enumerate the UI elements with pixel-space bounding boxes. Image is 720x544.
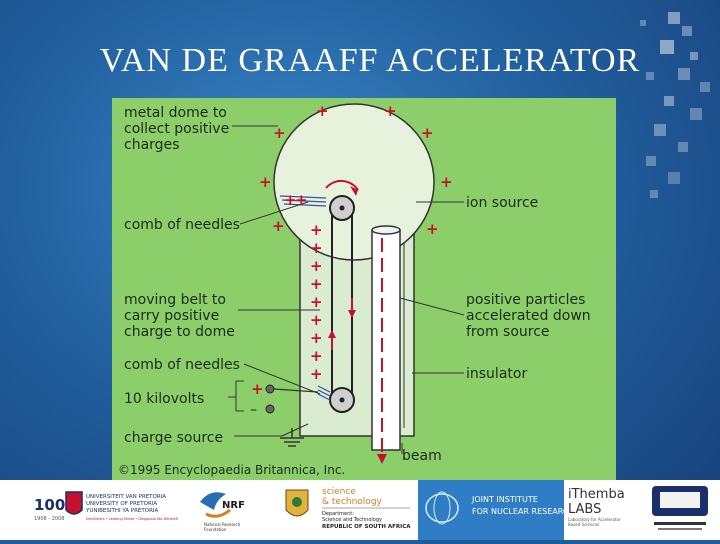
ithemba-sub-line2: Based Sciences — [568, 522, 599, 527]
svg-text:+: + — [272, 217, 285, 235]
svg-text:+: + — [284, 191, 297, 209]
dst-sub-line2: Science and Technology — [322, 517, 382, 523]
label-dome-line2: collect positive — [124, 121, 229, 137]
crest-caption-bar-2 — [658, 528, 702, 530]
top-comb — [279, 195, 327, 207]
jinr-line2: FOR NUCLEAR RESEARCH — [472, 507, 564, 516]
crest-caption-bar — [654, 522, 706, 525]
logo-university-of-pretoria: 100 1908 - 2008 UNIVERSITEIT VAN PRETORI… — [30, 480, 190, 540]
svg-text:+: + — [384, 102, 397, 120]
logo-jinr: JOINT INSTITUTE FOR NUCLEAR RESEARCH — [418, 480, 575, 540]
svg-text:+: + — [310, 329, 323, 347]
label-particles-line2: accelerated down — [466, 308, 591, 324]
label-dome-line1: metal dome to — [124, 105, 227, 121]
metal-dome — [273, 103, 435, 261]
up-centenary-number: 100 — [34, 496, 65, 514]
svg-text:+: + — [316, 102, 329, 120]
svg-text:+: + — [310, 221, 323, 239]
logo-ithemba-labs: iThemba LABS Laboratory for Accelerator … — [566, 480, 640, 540]
copyright-notice: ©1995 Encyclopaedia Britannica, Inc. — [118, 463, 345, 477]
label-comb-top: comb of needles — [124, 217, 240, 233]
logo-nrf: NRF National Research Foundation — [192, 480, 270, 540]
up-crest-icon — [65, 491, 83, 515]
up-name-line1: UNIVERSITEIT VAN PRETORIA — [86, 494, 166, 500]
slide-title: VAN DE GRAAFF ACCELERATOR — [99, 42, 641, 79]
svg-text:+: + — [273, 124, 286, 142]
crest-inner-icon — [660, 492, 700, 508]
nrf-subtitle-line2: Foundation — [204, 527, 227, 532]
svg-text:+: + — [310, 293, 323, 311]
svg-text:+: + — [259, 173, 272, 191]
dst-sub-line1: Department: — [322, 511, 354, 517]
label-ion-source: ion source — [466, 195, 538, 211]
dst-sub-line3: REPUBLIC OF SOUTH AFRICA — [322, 524, 411, 530]
dome-plus-signs: + + + + + + + + + + — [259, 102, 453, 238]
label-belt-line2: carry positive — [124, 308, 219, 324]
accelerator-tube — [371, 225, 401, 464]
coat-of-arms-center-icon — [292, 497, 302, 507]
jinr-atom-icon — [425, 493, 459, 523]
battery-plus-sign: + — [251, 380, 264, 398]
label-charge-source: charge source — [124, 430, 223, 446]
label-comb-bottom: comb of needles — [124, 357, 240, 373]
svg-text:+: + — [310, 347, 323, 365]
jinr-orbit-icon — [433, 491, 451, 525]
belt-up-arrowhead — [328, 330, 336, 338]
svg-text:+: + — [310, 257, 323, 275]
nrf-subtitle-line1: National Research — [204, 522, 241, 527]
ithemba-title: iThemba — [568, 487, 625, 502]
dst-title-line1: science — [322, 487, 356, 497]
sponsor-logos-bar: 100 1908 - 2008 UNIVERSITEIT VAN PRETORI… — [0, 480, 720, 540]
bottom-pulley — [329, 387, 355, 413]
label-kilovolts: 10 kilovolts — [124, 391, 204, 407]
logo-university-crest — [644, 480, 718, 540]
up-name-line2: UNIVERSITY OF PRETORIA — [86, 501, 157, 507]
battery-minus-sign: – — [250, 402, 257, 418]
rotation-arrowhead — [350, 186, 358, 196]
charge-source-battery — [265, 384, 319, 414]
nrf-arc-icon — [205, 508, 231, 518]
up-name-line3: YUNIBESITHI YA PRETORIA — [85, 508, 159, 514]
up-centenary-years: 1908 - 2008 — [34, 516, 64, 522]
label-particles-line3: from source — [466, 324, 550, 340]
svg-text:+: + — [310, 311, 323, 329]
bottom-comb — [317, 385, 331, 401]
label-particles-line1: positive particles — [466, 292, 585, 308]
ground-symbol — [280, 428, 304, 447]
ithemba-sub-line1: Laboratory for Accelerator — [568, 517, 621, 522]
dst-title-line2: & technology — [322, 497, 383, 507]
svg-text:+: + — [440, 173, 453, 191]
label-insulator: insulator — [466, 366, 527, 382]
label-dome-line3: charges — [124, 137, 179, 153]
svg-text:+: + — [310, 275, 323, 293]
belt-plus-signs: + + + + + + + + + — [310, 221, 323, 383]
label-beam: beam — [402, 448, 442, 464]
ithemba-labs: LABS — [568, 502, 601, 517]
label-belt-line1: moving belt to — [124, 292, 226, 308]
svg-text:+: + — [310, 239, 323, 257]
svg-text:+: + — [426, 220, 439, 238]
svg-text:+: + — [295, 191, 308, 209]
van-de-graaff-diagram: + – + + + + + + + + + + + + + + + + + — [112, 98, 616, 480]
rotation-arrow — [325, 179, 359, 191]
belt-down-arrowhead — [348, 310, 356, 318]
nrf-swoosh-icon — [200, 492, 226, 510]
svg-text:+: + — [310, 365, 323, 383]
up-motto: Denkleiers • Leading Minds • Dikgopolo t… — [86, 517, 178, 521]
jinr-line1: JOINT INSTITUTE — [471, 495, 538, 504]
logo-dst: science & technology Department: Science… — [280, 480, 414, 540]
top-pulley — [329, 195, 355, 221]
leader-lines — [228, 125, 465, 454]
label-belt-line3: charge to dome — [124, 324, 235, 340]
svg-text:+: + — [421, 124, 434, 142]
nrf-text: NRF — [222, 500, 245, 511]
